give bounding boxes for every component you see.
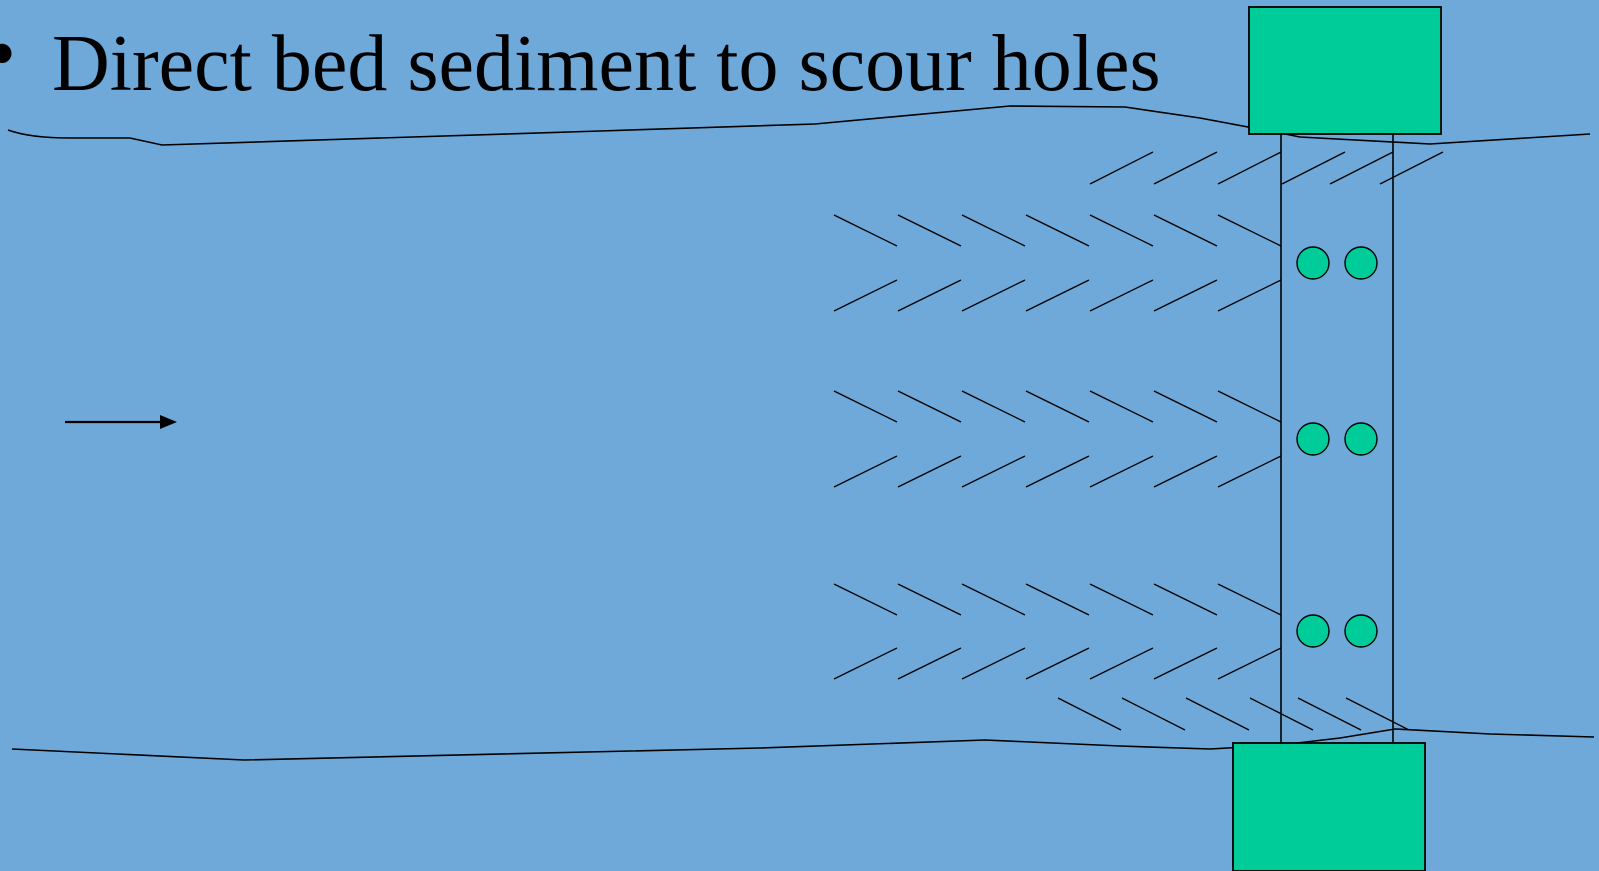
pier-pair-3: [1296, 614, 1378, 648]
vane-top: [1217, 151, 1282, 185]
vane-top: [1379, 151, 1444, 185]
vane-top: [1281, 151, 1346, 185]
vane-down-3: [1089, 583, 1154, 616]
vane-up-1: [897, 279, 962, 312]
vane-down-3: [961, 583, 1026, 616]
vane-down-2: [897, 390, 962, 423]
vane-field: [833, 151, 1444, 731]
upper-riverbank-line: [7, 105, 1591, 146]
vane-down-3: [833, 583, 898, 616]
vane-down-2: [1153, 390, 1218, 423]
vane-down-1: [1089, 214, 1154, 247]
vane-up-3: [1153, 647, 1218, 680]
vane-up-2: [1025, 455, 1090, 488]
vane-up-3: [833, 647, 898, 680]
vane-down-2: [1089, 390, 1154, 423]
vane-up-2: [1153, 455, 1218, 488]
vane-down-1: [833, 214, 898, 247]
vane-up-1: [961, 279, 1026, 312]
vane-down-2: [1217, 390, 1282, 423]
vane-down-3: [1153, 583, 1218, 616]
vane-top: [1329, 151, 1394, 185]
vane-bottom: [1345, 697, 1410, 731]
vane-down-1: [1153, 214, 1218, 247]
vane-bottom: [1121, 697, 1186, 731]
vane-up-2: [1217, 455, 1282, 488]
vane-up-1: [1217, 279, 1282, 312]
vane-down-1: [897, 214, 962, 247]
vane-up-3: [961, 647, 1026, 680]
upper-abutment: [1248, 6, 1442, 135]
vane-down-2: [1025, 390, 1090, 423]
vane-bottom: [1297, 697, 1362, 731]
vane-up-1: [833, 279, 898, 312]
vane-down-1: [1217, 214, 1282, 247]
vane-top: [1089, 151, 1154, 185]
vane-up-3: [897, 647, 962, 680]
pier-pair-2: [1296, 422, 1378, 456]
vane-down-1: [961, 214, 1026, 247]
vane-up-2: [833, 455, 898, 488]
lower-abutment: [1232, 742, 1426, 871]
vane-up-3: [1217, 647, 1282, 680]
bullet-text: Direct bed sediment to scour holes: [52, 20, 1161, 108]
vane-up-3: [1089, 647, 1154, 680]
lower-riverbank-line: [11, 728, 1595, 761]
vane-up-2: [897, 455, 962, 488]
bridge-deck: [1280, 133, 1394, 745]
vane-down-3: [897, 583, 962, 616]
vane-up-2: [1089, 455, 1154, 488]
vane-up-2: [961, 455, 1026, 488]
vane-down-2: [961, 390, 1026, 423]
vane-up-1: [1089, 279, 1154, 312]
vane-down-3: [1217, 583, 1282, 616]
vane-up-3: [1025, 647, 1090, 680]
vane-top: [1153, 151, 1218, 185]
vane-down-2: [833, 390, 898, 423]
vane-up-1: [1153, 279, 1218, 312]
pier-pair-1: [1296, 246, 1378, 280]
vane-down-3: [1025, 583, 1090, 616]
vane-up-1: [1025, 279, 1090, 312]
vane-down-1: [1025, 214, 1090, 247]
vane-bottom: [1249, 697, 1314, 731]
right-arrow-icon: [65, 415, 177, 429]
vane-bottom: [1057, 697, 1122, 731]
bullet-marker: •: [0, 14, 16, 94]
vane-bottom: [1185, 697, 1250, 731]
